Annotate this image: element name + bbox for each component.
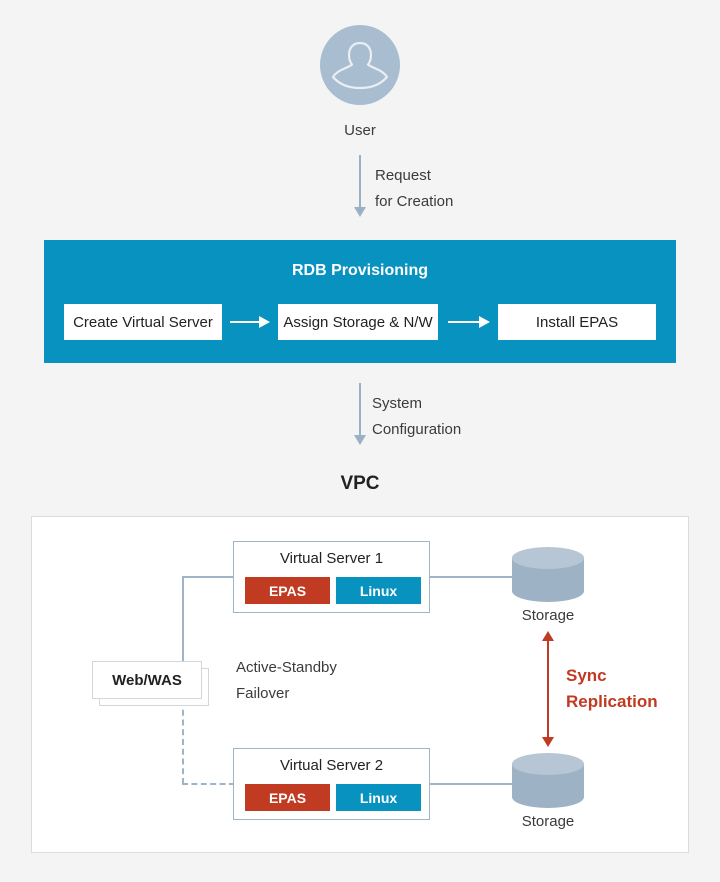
virtual-server-2-tags: EPAS Linux	[245, 784, 421, 811]
user-label: User	[344, 122, 376, 139]
database-cylinder-icon-2	[512, 753, 584, 808]
user-silhouette-icon	[320, 25, 400, 105]
vserver1-to-webwas-line-h	[182, 576, 235, 578]
storage-1-label: Storage	[521, 607, 575, 624]
rdb-provisioning-title: RDB Provisioning	[291, 262, 428, 279]
step-connector-arrow-right-icon-2	[448, 316, 490, 328]
virtual-server-2-box[interactable]: Virtual Server 2 EPAS Linux	[233, 748, 430, 820]
database-cylinder-icon	[512, 547, 584, 602]
rdb-provisioning-panel: RDB Provisioning Create Virtual Server A…	[44, 240, 676, 363]
virtual-server-1-tag-linux[interactable]: Linux	[336, 577, 421, 604]
virtual-server-2-title: Virtual Server 2	[279, 757, 384, 774]
active-standby-failover-caption: Active-Standby Failover	[236, 659, 337, 702]
storage-1: Storage	[512, 547, 584, 624]
system-configuration-flow-arrow-icon	[353, 383, 367, 445]
storage-2: Storage	[512, 753, 584, 830]
virtual-server-2-tag-epas[interactable]: EPAS	[245, 784, 330, 811]
system-configuration-caption: System Configuration	[372, 395, 462, 438]
webwas-to-vserver2-dashed-v	[182, 700, 184, 784]
virtual-server-2-tag-linux[interactable]: Linux	[336, 784, 421, 811]
step-assign-storage-nw[interactable]: Assign Storage & N/W	[278, 304, 438, 340]
web-was-box[interactable]: Web/WAS	[92, 661, 202, 699]
step-connector-arrow-right-icon	[230, 316, 270, 328]
webwas-to-vserver2-dashed-h	[182, 783, 235, 785]
virtual-server-1-title: Virtual Server 1	[279, 550, 384, 567]
virtual-server-1-box[interactable]: Virtual Server 1 EPAS Linux	[233, 541, 430, 613]
request-flow-caption: Request for Creation	[375, 167, 454, 210]
storage-2-label: Storage	[521, 813, 575, 830]
sync-replication-double-arrow-vertical-icon	[541, 631, 555, 747]
virtual-server-1-tags: EPAS Linux	[245, 577, 421, 604]
vserver1-to-storage-line	[429, 576, 514, 578]
vserver2-to-storage-line	[429, 783, 514, 785]
vpc-title: VPC	[340, 473, 380, 494]
step-install-epas[interactable]: Install EPAS	[498, 304, 656, 340]
request-flow-arrow-icon	[353, 155, 367, 217]
vserver1-to-webwas-line-v	[182, 576, 184, 662]
sync-replication-label: Sync Replication	[566, 666, 658, 711]
virtual-server-1-tag-epas[interactable]: EPAS	[245, 577, 330, 604]
step-create-virtual-server[interactable]: Create Virtual Server	[64, 304, 222, 340]
